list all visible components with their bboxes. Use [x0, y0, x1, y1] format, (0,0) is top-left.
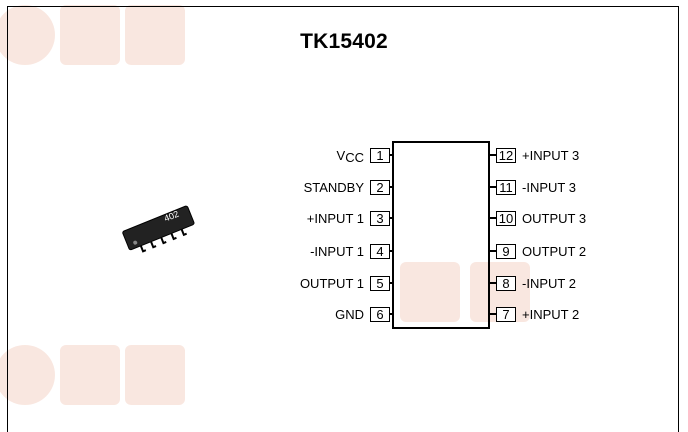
pin-label-main: V [336, 148, 346, 163]
pin-lead [390, 282, 394, 284]
pin-label-main: OUTPUT 1 [299, 276, 364, 291]
pin-label-main: -INPUT 1 [310, 244, 364, 259]
pin-label: GND [335, 307, 364, 322]
pin-label-subscript: CC [345, 150, 364, 165]
pin-label: +INPUT 3 [522, 148, 580, 163]
pin-lead [490, 186, 496, 188]
pin-label-main: STANDBY [303, 180, 364, 195]
pin-label: -INPUT 3 [522, 180, 576, 195]
pin-number-box: 3 [370, 211, 390, 226]
pin-label-main: +INPUT 1 [306, 211, 364, 226]
pin-number-box: 10 [496, 211, 516, 226]
pin-number-box: 4 [370, 244, 390, 259]
pin-label: +INPUT 2 [522, 307, 580, 322]
pin-label: OUTPUT 2 [522, 244, 587, 259]
pin-label: +INPUT 1 [307, 211, 364, 226]
package-illustration: 402 [122, 205, 195, 253]
pin-number-box: 7 [496, 307, 516, 322]
pin-label-main: GND [335, 307, 364, 322]
diagram-frame [7, 6, 679, 432]
pin-number-box: 9 [496, 244, 516, 259]
pin-number-box: 5 [370, 276, 390, 291]
pin-label: -INPUT 1 [310, 244, 364, 259]
pin-label: STANDBY [304, 180, 364, 195]
pin-number-box: 6 [370, 307, 390, 322]
pin-lead [490, 217, 496, 219]
pin-lead [390, 186, 394, 188]
pin-number-box: 12 [496, 148, 516, 163]
pin-number-box: 1 [370, 148, 390, 163]
page-title: TK15402 [300, 30, 388, 53]
pin-label: OUTPUT 1 [300, 276, 364, 291]
pin-label: VCC [336, 148, 364, 165]
pin-lead [490, 154, 496, 156]
pin-label: OUTPUT 3 [522, 211, 587, 226]
pin-lead [390, 154, 394, 156]
pin-lead [490, 250, 496, 252]
pin-lead [390, 313, 394, 315]
pin-number-box: 2 [370, 180, 390, 195]
pin-number-box: 8 [496, 276, 516, 291]
pin-label: -INPUT 2 [522, 276, 576, 291]
pin-lead [390, 250, 394, 252]
pin-lead [390, 217, 394, 219]
pin-lead [490, 282, 496, 284]
ic-body [392, 141, 490, 329]
pin-number-box: 11 [496, 180, 516, 195]
pin-lead [490, 313, 496, 315]
